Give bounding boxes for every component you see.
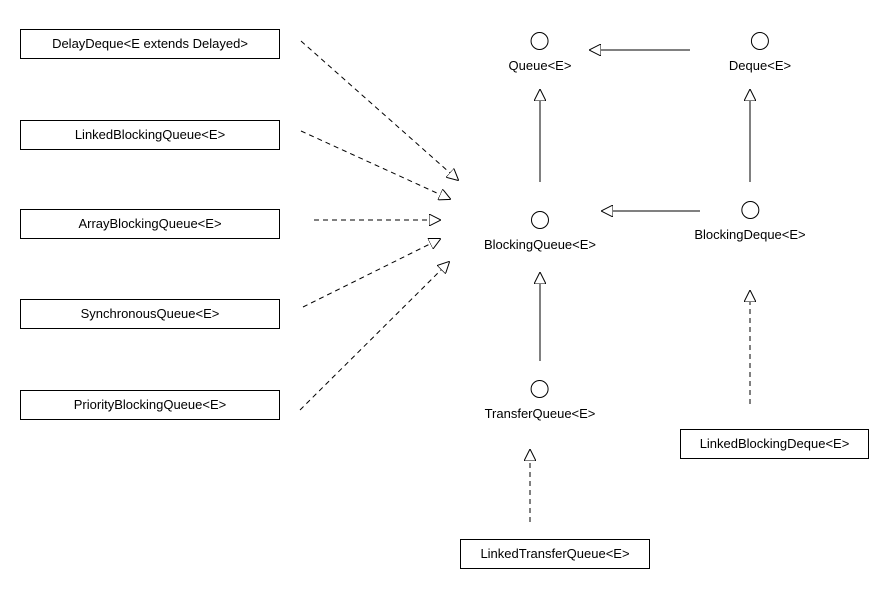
interface-label: Queue<E> xyxy=(508,58,572,73)
interface-circle-icon xyxy=(531,211,549,229)
class-delay-deque: DelayDeque<E extends Delayed> xyxy=(20,29,280,59)
interface-blocking-deque: BlockingDeque<E> xyxy=(694,201,806,242)
interface-transfer-queue: TransferQueue<E> xyxy=(484,380,596,421)
class-linked-blocking-deque: LinkedBlockingDeque<E> xyxy=(680,429,869,459)
class-synchronous-queue: SynchronousQueue<E> xyxy=(20,299,280,329)
edge-linked-blocking-queue-to-blocking-queue xyxy=(300,130,450,199)
class-linked-transfer-queue: LinkedTransferQueue<E> xyxy=(460,539,650,569)
interface-queue: Queue<E> xyxy=(508,32,572,73)
interface-label: BlockingDeque<E> xyxy=(694,227,806,242)
interface-circle-icon xyxy=(530,32,549,50)
class-priority-blocking-queue: PriorityBlockingQueue<E> xyxy=(20,390,280,420)
interface-label: BlockingQueue<E> xyxy=(483,237,597,252)
class-array-blocking-queue: ArrayBlockingQueue<E> xyxy=(20,209,280,239)
class-linked-blocking-queue: LinkedBlockingQueue<E> xyxy=(20,120,280,150)
interface-circle-icon xyxy=(741,201,759,219)
interface-circle-icon xyxy=(531,380,549,398)
interface-blocking-queue: BlockingQueue<E> xyxy=(484,211,596,252)
interface-circle-icon xyxy=(750,32,769,50)
interface-label: Deque<E> xyxy=(728,58,792,73)
edge-synchronous-queue-to-blocking-queue xyxy=(302,239,440,308)
interface-deque: Deque<E> xyxy=(729,32,791,73)
edge-delay-deque-to-blocking-queue xyxy=(300,40,458,180)
edge-priority-blocking-queue-to-blocking-queue xyxy=(299,262,449,411)
interface-label: TransferQueue<E> xyxy=(484,406,596,421)
